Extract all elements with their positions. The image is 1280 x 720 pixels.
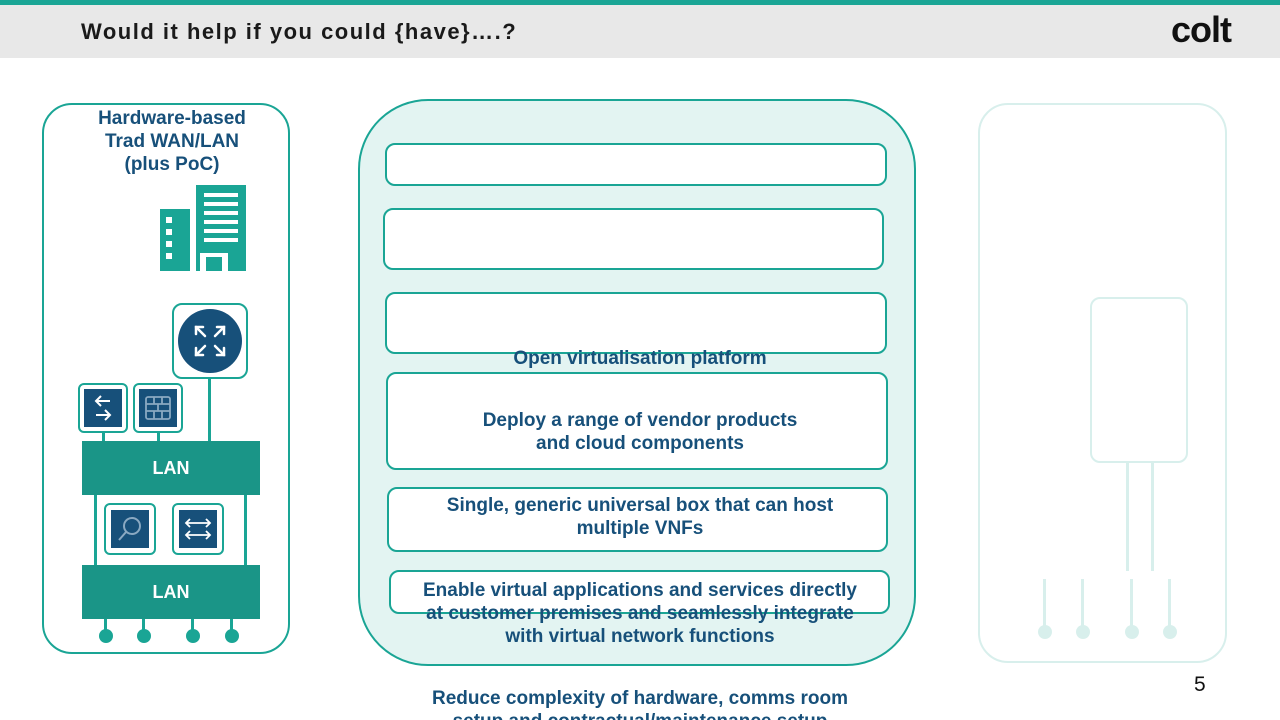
lan-bridge-left [94, 495, 97, 565]
hardware-title-line-1: Hardware-based [98, 108, 246, 129]
ghost-port-line-4 [1168, 579, 1171, 629]
future-state-panel [978, 103, 1227, 663]
ghost-port-line-1 [1043, 579, 1046, 629]
feature-box-3 [385, 292, 887, 354]
lan-bridge-right [244, 495, 247, 565]
search-icon [104, 503, 156, 555]
feature-box-5 [387, 487, 888, 552]
slide-header: Would it help if you could {have}….? col… [0, 5, 1280, 58]
router-icon [172, 303, 248, 379]
feature-virtual-applications-line-1: Enable virtual applications and services… [422, 580, 857, 601]
load-balancer-icon [172, 503, 224, 555]
feature-open-platform: Open virtualisation platform [0, 347, 1280, 370]
hardware-title-line-3: (plus PoC) [124, 154, 220, 175]
ghost-port-line-3 [1130, 579, 1133, 629]
building-icon [160, 185, 246, 271]
feature-box-4 [386, 372, 888, 470]
feature-universal-box-line-2: multiple VNFs [576, 518, 704, 539]
lan-link-middle [157, 431, 160, 443]
hardware-panel: Hardware-based Trad WAN/LAN (plus PoC) [42, 103, 290, 654]
slide-title: Would it help if you could {have}….? [81, 19, 518, 44]
firewall-icon [133, 383, 183, 433]
feature-vendor-products: Deploy a range of vendor products and cl… [0, 409, 1280, 455]
feature-reduce-complexity: Reduce complexity of hardware, comms roo… [0, 687, 1280, 720]
feature-universal-box: Single, generic universal box that can h… [0, 494, 1280, 540]
lan-lower: LAN [82, 565, 260, 619]
hardware-panel-title: Hardware-based Trad WAN/LAN (plus PoC) [44, 107, 300, 176]
page-number: 5 [1194, 673, 1206, 696]
feature-box-2 [383, 208, 884, 270]
ghost-port-line-2 [1081, 579, 1084, 629]
port-line-1 [104, 619, 107, 633]
lan-upper: LAN [82, 441, 260, 495]
feature-virtual-applications-line-2: at customer premises and seamlessly inte… [426, 603, 854, 624]
port-dot-2 [137, 629, 151, 643]
ghost-port-dot-3 [1125, 625, 1139, 639]
port-line-3 [191, 619, 194, 633]
top-accent-rule [0, 0, 1280, 5]
port-dot-3 [186, 629, 200, 643]
port-dot-4 [225, 629, 239, 643]
feature-box-1 [385, 143, 887, 186]
feature-reduce-complexity-line-2: setup and contractual/maintenance setup [0, 710, 1280, 720]
feature-virtual-applications-line-3: with virtual network functions [505, 626, 775, 647]
feature-open-platform-line-1: Open virtualisation platform [513, 348, 767, 369]
port-dot-1 [99, 629, 113, 643]
switch-icon [78, 383, 128, 433]
ghost-port-dot-4 [1163, 625, 1177, 639]
ghost-port-dot-2 [1076, 625, 1090, 639]
lan-link-router [208, 379, 211, 443]
device-link-left [1126, 463, 1129, 571]
universal-box-icon [1090, 297, 1188, 463]
colt-logo: colt [1170, 9, 1232, 50]
ghost-port-dot-1 [1038, 625, 1052, 639]
hardware-title-line-2: Trad WAN/LAN [104, 131, 240, 152]
feature-vendor-products-line-1: Deploy a range of vendor products [482, 410, 798, 431]
port-line-4 [230, 619, 233, 633]
feature-vendor-products-line-2: and cloud components [536, 433, 744, 454]
lan-link-left [102, 431, 105, 443]
feature-universal-box-line-1: Single, generic universal box that can h… [446, 495, 834, 516]
feature-box-6 [389, 570, 890, 614]
feature-reduce-complexity-line-1: Reduce complexity of hardware, comms roo… [431, 688, 848, 709]
device-link-right [1151, 463, 1154, 571]
port-line-2 [142, 619, 145, 633]
feature-virtual-applications: Enable virtual applications and services… [0, 579, 1280, 648]
